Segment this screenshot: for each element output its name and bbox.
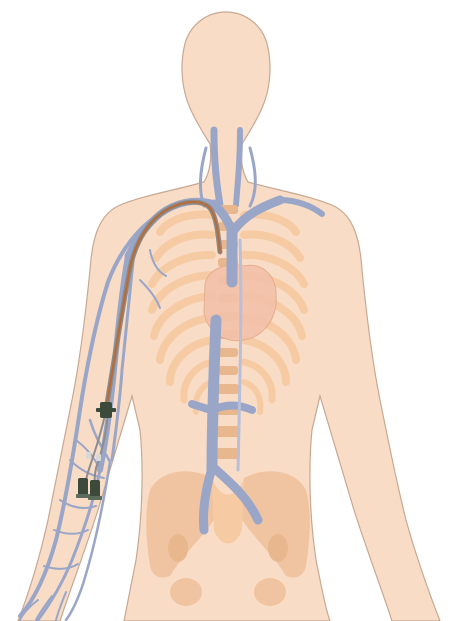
diagram-canvas [0, 0, 452, 621]
picc-anatomy-illustration [0, 0, 452, 621]
